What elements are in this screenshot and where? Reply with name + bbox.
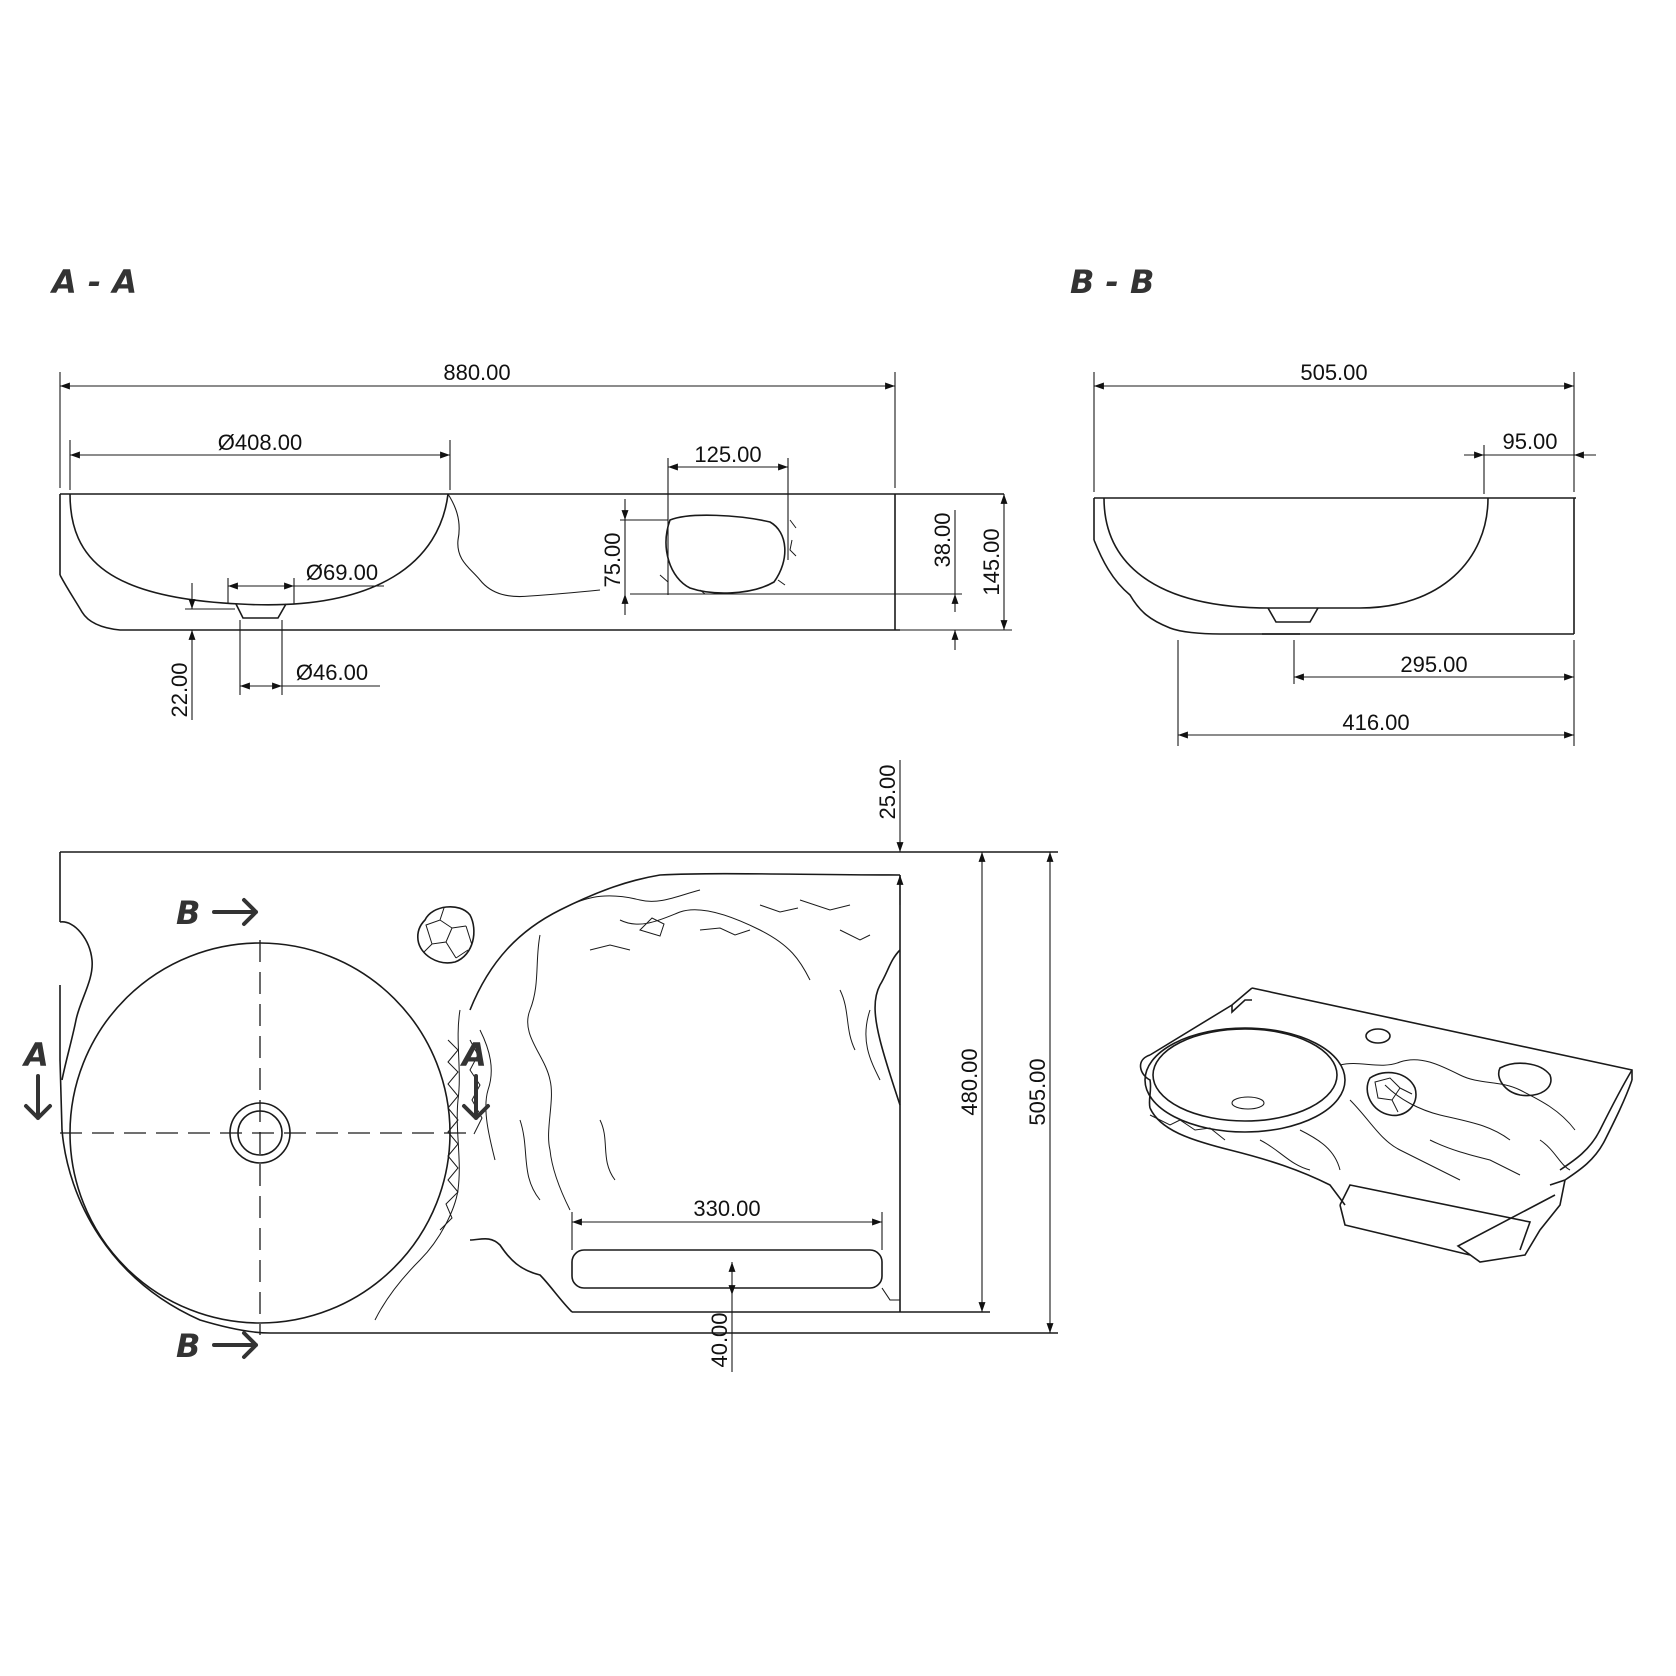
plan-rock-texture [374, 872, 901, 1321]
dim-bb-rim-width: 95.00 [1502, 429, 1557, 454]
dim-bb-base-width: 416.00 [1342, 710, 1409, 735]
section-bb-body [1093, 497, 1576, 635]
iso-view [1139, 987, 1633, 1263]
dim-plan-shelf-width: 330.00 [693, 1196, 760, 1221]
dim-plan-depth-inner: 480.00 [957, 1048, 982, 1115]
cut-b-bottom-label: B [176, 1327, 200, 1365]
dim-aa-top-offset: 38.00 [930, 512, 955, 567]
section-bb-title: B - B [1070, 263, 1154, 301]
dim-aa-slot-height: 75.00 [600, 532, 625, 587]
dim-aa-bottom-offset: 22.00 [167, 662, 192, 717]
dim-aa-basin-dia: Ø408.00 [218, 430, 302, 455]
dim-aa-overall-height: 145.00 [979, 528, 1004, 595]
section-aa: A - A 880.00 Ø408.00 [49, 263, 1012, 720]
plan-outline [59, 851, 1058, 1334]
dim-aa-drain-dia: Ø46.00 [296, 660, 368, 685]
cut-a-right-label: A [459, 1036, 487, 1074]
cut-a-left-label: A [21, 1036, 49, 1074]
dim-aa-outlet-dia: Ø69.00 [306, 560, 378, 585]
dim-plan-top-step: 25.00 [875, 764, 900, 819]
dim-plan-shelf-depth: 40.00 [707, 1312, 732, 1367]
plan-shelf [571, 1249, 900, 1301]
section-aa-title: A - A [49, 263, 137, 301]
dim-plan-depth-outer: 505.00 [1025, 1058, 1050, 1125]
dim-bb-overall-width: 505.00 [1300, 360, 1367, 385]
plan-basin [60, 940, 472, 1335]
dim-aa-overall-width: 880.00 [443, 360, 510, 385]
cut-b-top-label: B [176, 894, 200, 932]
section-markers: B B A A [21, 894, 490, 1365]
section-aa-body [59, 493, 1004, 631]
tap-hole [417, 906, 475, 964]
plan-view: B B A A 25.00 480.00 505.00 330.00 40.00 [21, 760, 1058, 1372]
section-bb: B - B 505.00 95.00 295.00 416.00 [1070, 263, 1596, 746]
dim-aa-slot-width: 125.00 [694, 442, 761, 467]
dim-bb-drain-offset: 295.00 [1400, 652, 1467, 677]
